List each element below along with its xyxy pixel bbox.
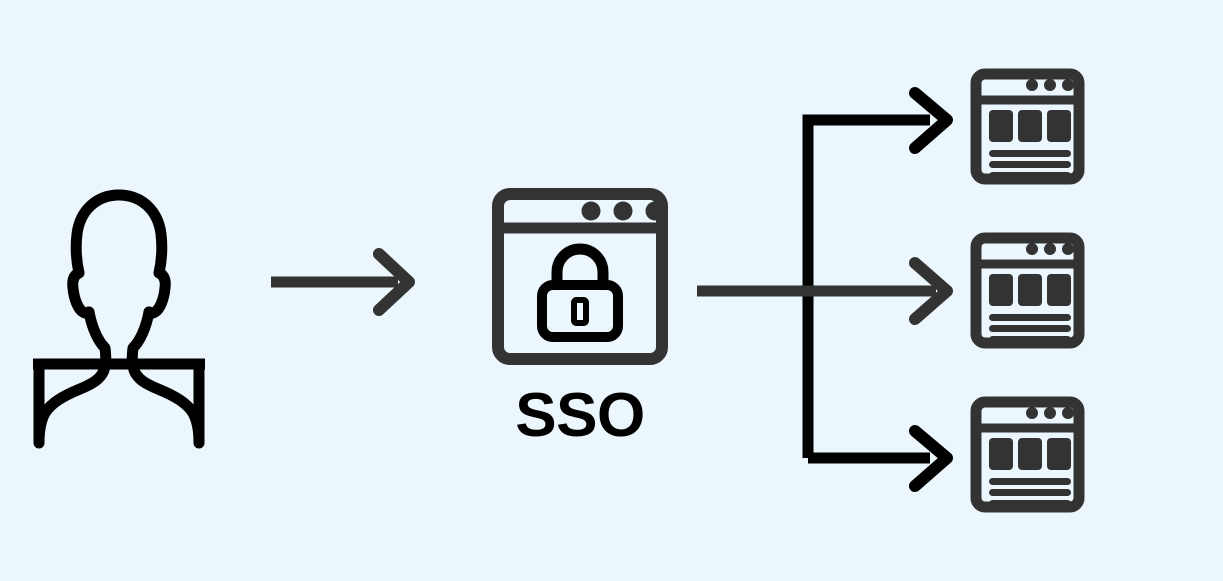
window-dots xyxy=(1026,79,1074,91)
arrow-user-to-sso xyxy=(271,248,415,316)
arrow-sso-to-app1 xyxy=(802,87,953,458)
window-dots xyxy=(581,201,665,221)
content-lines xyxy=(989,150,1071,179)
content-lines xyxy=(989,478,1071,507)
window-dots xyxy=(1026,243,1074,255)
application-window-3-icon xyxy=(970,396,1085,513)
lock-icon xyxy=(537,243,623,342)
window-dots xyxy=(1026,407,1074,419)
arrow-sso-to-app3 xyxy=(808,425,953,492)
content-lines xyxy=(989,314,1071,343)
sso-browser-lock-icon xyxy=(492,188,668,365)
arrow-sso-to-app2 xyxy=(697,257,953,325)
sso-label: SSO xyxy=(515,381,644,450)
content-blocks xyxy=(989,110,1071,142)
content-blocks xyxy=(989,274,1071,306)
application-window-2-icon xyxy=(970,232,1085,349)
application-window-1-icon xyxy=(970,68,1085,185)
person-silhouette-icon xyxy=(33,189,205,449)
content-blocks xyxy=(989,438,1071,470)
